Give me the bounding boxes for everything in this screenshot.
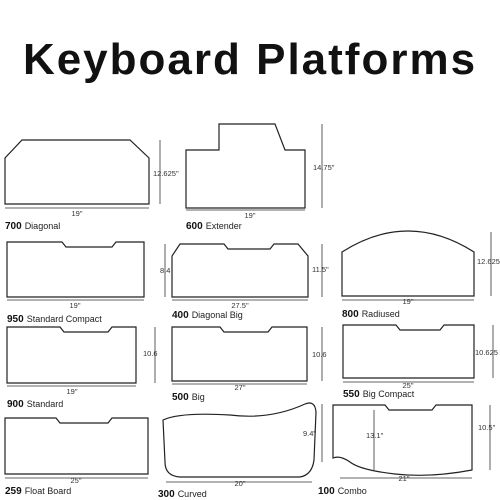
platform-900-number: 900	[7, 399, 24, 410]
platform-400-outline	[171, 243, 309, 298]
platform-300-outline	[162, 402, 317, 478]
platform-550-outline	[342, 324, 475, 379]
platform-259-name: Float Board	[25, 486, 72, 496]
platform-950-width: 19"	[69, 301, 80, 310]
platform-600-outline	[185, 123, 306, 209]
platform-300-name: Curved	[178, 489, 207, 499]
platform-950-height: 8.4	[160, 266, 170, 275]
platform-600-name: Extender	[206, 221, 242, 231]
platform-900-height: 10.6	[143, 349, 158, 358]
platform-800-outline	[341, 230, 475, 297]
platform-259-number: 259	[5, 486, 22, 497]
platform-900-width: 19"	[66, 387, 77, 396]
platform-800-number: 800	[342, 309, 359, 320]
platform-700-name: Diagonal	[25, 221, 61, 231]
platform-950-name: Standard Compact	[27, 314, 103, 324]
platform-259-outline	[4, 417, 149, 475]
page-title: Keyboard Platforms	[22, 35, 478, 84]
platform-950-outline	[6, 241, 145, 298]
platform-400-height: 11.5"	[312, 265, 329, 274]
platform-100-width: 21"	[398, 474, 409, 483]
platform-500-outline	[171, 326, 308, 382]
platform-900-name: Standard	[27, 399, 64, 409]
platform-100-inner-height: 13.1"	[366, 431, 384, 440]
platform-500-height: 10.6	[312, 350, 327, 359]
platform-300-number: 300	[158, 489, 175, 500]
platform-500-name: Big	[192, 392, 205, 402]
platform-550-width: 25"	[402, 381, 413, 390]
platform-550-name: Big Compact	[363, 389, 415, 399]
platform-600-number: 600	[186, 221, 203, 232]
platform-700-height: 12.625"	[153, 169, 179, 178]
platform-100-height: 10.5"	[478, 423, 496, 432]
platform-500-width: 27"	[234, 383, 245, 392]
platform-550-height: 10.625	[475, 348, 498, 357]
platform-400-width: 27.5"	[231, 301, 249, 310]
platform-800-height: 12.625	[477, 257, 500, 266]
platform-700-width: 19"	[71, 209, 82, 218]
platform-259-width: 25"	[70, 476, 81, 485]
platform-600-width: 19"	[244, 211, 255, 220]
platform-400-number: 400	[172, 310, 189, 321]
platform-550-number: 550	[343, 389, 360, 400]
platform-100-outline	[332, 404, 473, 476]
platform-800-name: Radiused	[362, 309, 400, 319]
platform-700-number: 700	[5, 221, 22, 232]
platform-100-number: 100	[318, 486, 335, 497]
platform-100-name: Combo	[338, 486, 367, 496]
platform-800-width: 19"	[402, 297, 413, 306]
platform-700-outline	[4, 139, 150, 205]
platform-300-width: 20"	[234, 479, 245, 488]
platform-900-outline	[6, 326, 137, 384]
platform-950-number: 950	[7, 314, 24, 325]
platform-600-height: 14.75"	[313, 163, 335, 172]
platform-300-height: 9.4"	[303, 429, 316, 438]
platform-400-name: Diagonal Big	[192, 310, 243, 320]
platform-500-number: 500	[172, 392, 189, 403]
